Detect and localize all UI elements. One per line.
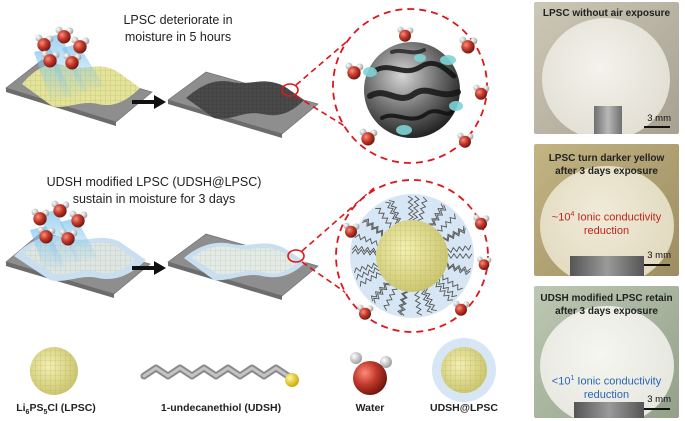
thiol-chain <box>373 283 391 304</box>
thiol-chain <box>446 264 471 276</box>
thiol-chain <box>375 207 392 229</box>
photo-panel-3: UDSH modified LPSC retain after 3 days e… <box>534 286 679 418</box>
thiol-chain <box>383 288 398 311</box>
coated-lpsc-particle <box>376 220 448 292</box>
arrow-right-icon <box>132 95 166 109</box>
degraded-lpsc-particle <box>363 42 463 138</box>
thiol-chain <box>414 291 423 316</box>
thiol-chain <box>351 248 377 256</box>
thiol-chain <box>428 203 444 225</box>
thiol-chain <box>430 204 447 226</box>
photo-panel-2: LPSC turn darker yellow after 3 days exp… <box>534 144 679 276</box>
thiol-chain <box>435 281 454 301</box>
holder-2 <box>570 256 644 276</box>
scale-3-label: 3 mm <box>647 394 671 405</box>
zoom-marker-bottom <box>287 249 305 263</box>
thiol-chains <box>351 195 473 316</box>
thiol-chain <box>351 244 377 254</box>
thiol-chain <box>442 225 465 241</box>
thiol-chain <box>359 271 382 287</box>
photo-2-note: ~104 Ionic conductivity reduction <box>551 211 662 237</box>
thiol-chain <box>353 262 378 273</box>
photo-1-title: LPSC without air exposure <box>542 8 671 19</box>
zoom-marker-top <box>281 83 299 97</box>
thiol-chain <box>388 200 402 224</box>
thiol-chain <box>363 218 384 236</box>
zoom-line-bottom-1 <box>301 187 375 252</box>
legend-water-icon <box>350 352 392 395</box>
legend-udsh-label: 1-undecanethiol (UDSH) <box>160 402 282 414</box>
thiol-chain <box>436 213 456 232</box>
legend-lpsc-label: Li6PS5Cl (LPSC) <box>16 402 96 417</box>
caption-bottom: UDSH modified LPSC (UDSH@LPSC) sustain i… <box>46 175 262 206</box>
thiol-chain <box>420 289 433 313</box>
thiol-chain <box>438 279 458 298</box>
thiol-chain <box>443 228 466 242</box>
thiol-chain <box>447 253 473 259</box>
thiol-chain <box>370 282 390 302</box>
thiol-chain <box>442 274 463 291</box>
legend-udsh-lpsc-icon <box>432 338 496 402</box>
holder-1 <box>594 106 622 134</box>
thiol-chain <box>407 195 414 221</box>
thiol-chain <box>354 233 378 246</box>
photo-2-title: LPSC turn darker yellow after 3 days exp… <box>548 153 665 177</box>
thiol-chain <box>423 288 437 312</box>
photo-3-note: <101 Ionic conductivity reduction <box>551 375 662 401</box>
scale-1-label: 3 mm <box>647 113 671 124</box>
legend-udsh-lpsc-label: UDSH@LPSC <box>430 402 498 414</box>
degraded-membrane <box>186 80 304 119</box>
holder-3 <box>574 402 644 418</box>
thiol-chain <box>447 262 472 273</box>
scalebar-3 <box>644 408 670 410</box>
caption-top: LPSC deteriorate in moisture in 5 hours <box>123 13 233 44</box>
thiol-chain <box>361 220 383 237</box>
photo-3-title: UDSH modified LPSC retain after 3 days e… <box>540 293 673 317</box>
thiol-chain <box>412 195 420 221</box>
pellet-3 <box>540 306 674 418</box>
scale-2-label: 3 mm <box>647 250 671 261</box>
photo-panel-1: LPSC without air exposure 3 mm <box>534 2 679 134</box>
legend-lpsc-icon <box>30 347 78 395</box>
arrow-right-icon-bottom <box>132 261 166 275</box>
scalebar-1 <box>644 126 670 128</box>
thiol-chain-icon <box>140 364 299 387</box>
thiol-chain <box>417 196 428 221</box>
water-beams-bottom <box>30 210 98 270</box>
thiol-chain <box>356 267 380 280</box>
scalebar-2 <box>644 264 670 266</box>
thiol-chain <box>399 291 409 316</box>
thiol-chain <box>385 201 399 225</box>
thiol-chain <box>397 291 407 316</box>
legend-water-label: Water <box>355 402 385 414</box>
preserved-membrane <box>184 242 306 281</box>
thiol-chain <box>446 244 472 254</box>
